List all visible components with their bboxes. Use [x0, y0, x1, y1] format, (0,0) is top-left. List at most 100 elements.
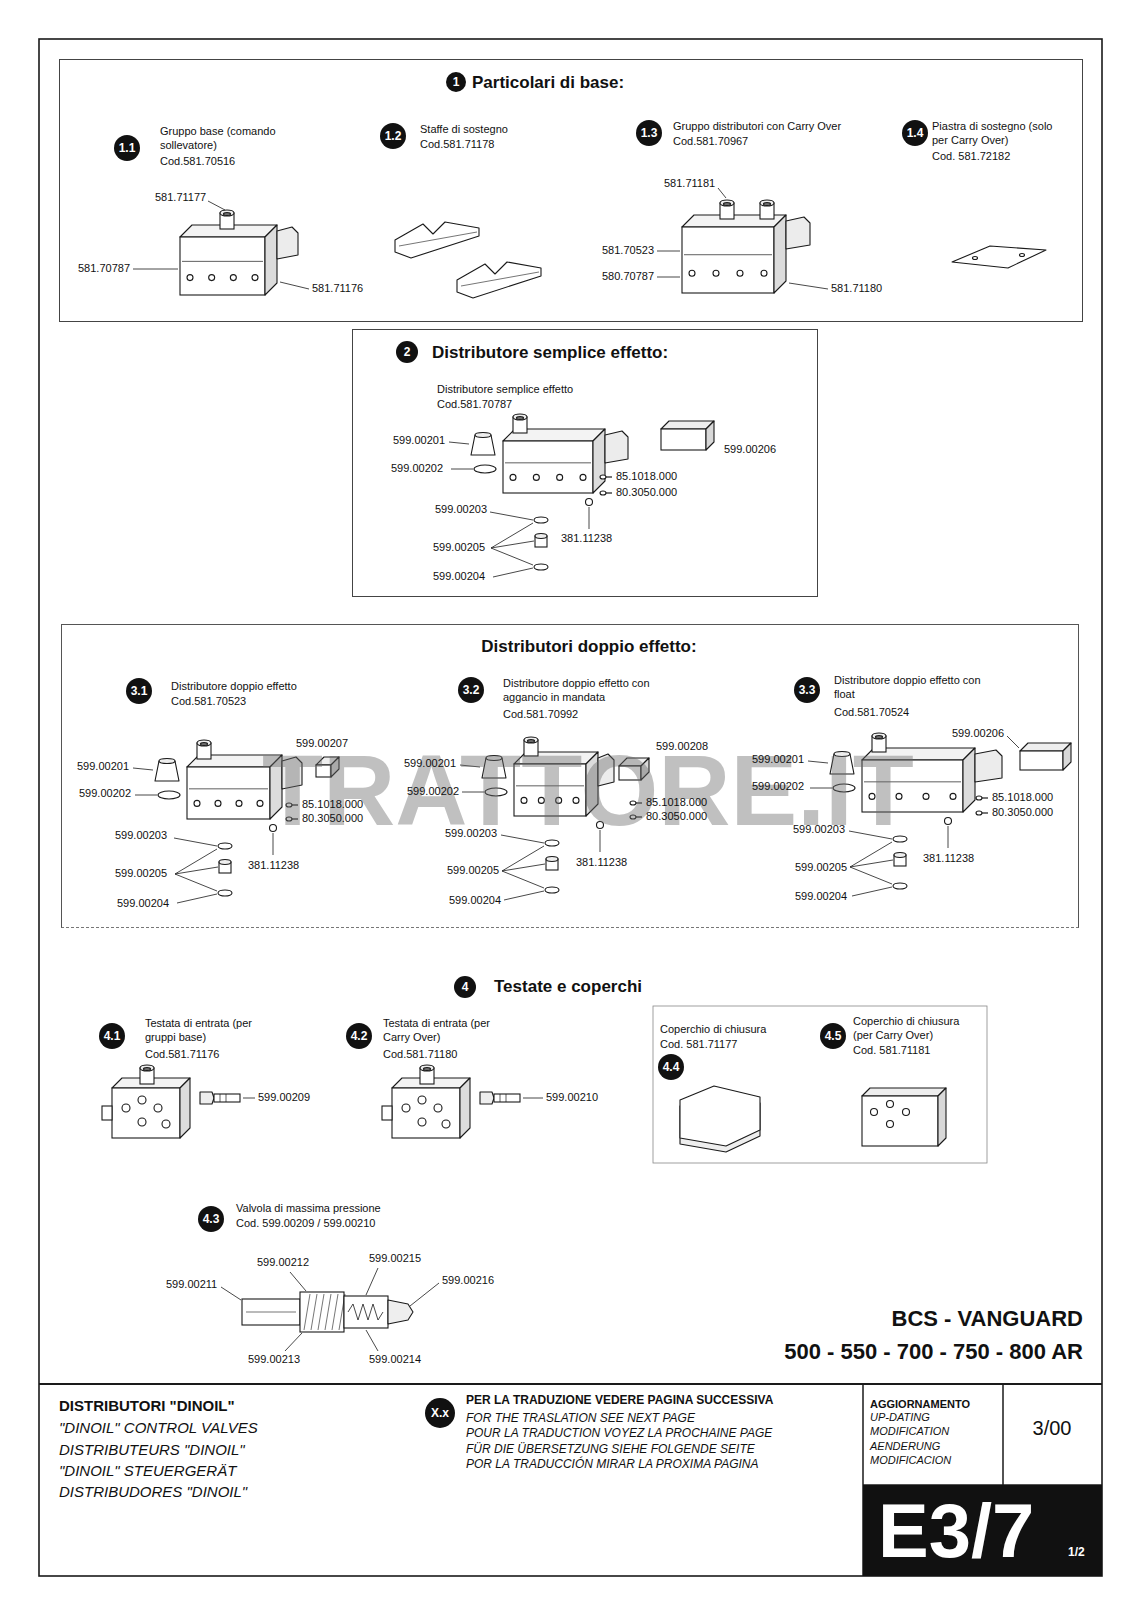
part-label: Distributore doppio effetto con aggancio… [503, 677, 653, 705]
port-hole [950, 793, 956, 799]
valve-drawing [862, 733, 1002, 812]
fitting [420, 1065, 434, 1071]
part-label: 599.00202 [391, 462, 443, 476]
part-label: 599.00211 [166, 1278, 217, 1292]
screw-drawing [286, 803, 298, 821]
translation-text: "DINOIL" CONTROL VALVES [59, 1419, 258, 1438]
fitting [513, 414, 527, 420]
screw [606, 492, 612, 493]
leader-line [502, 846, 544, 871]
fitting [140, 1065, 154, 1071]
callout-disc [380, 123, 406, 149]
port-hole [521, 797, 527, 803]
port-hole [252, 275, 258, 281]
part-outline [265, 225, 277, 295]
part-label: 599.00207 [296, 737, 348, 751]
callout-disc [425, 1398, 455, 1428]
translation-text: DISTRIBUTEURS "DINOIL" [59, 1441, 245, 1460]
part-label: 599.00203 [115, 829, 167, 843]
port-hole [418, 1118, 426, 1126]
leader-line [657, 277, 680, 278]
callout-text: 1.1 [119, 142, 136, 154]
callout-number: 1 [446, 72, 466, 92]
callout-text: 1.2 [385, 130, 402, 142]
part-label: Cod.581.70523 [171, 695, 246, 709]
part-label: 599.00205 [115, 867, 167, 881]
translation-text: FOR THE TRASLATION SEE NEXT PAGE [466, 1411, 695, 1426]
screw [292, 804, 298, 805]
leader-line [174, 838, 217, 846]
part-label: Staffe di sostegno [420, 123, 508, 137]
leader-line [589, 507, 590, 529]
callout-text: 1 [453, 76, 460, 88]
leader-line [273, 833, 274, 855]
handle-cover [619, 766, 641, 780]
callout-text: 3.2 [463, 684, 480, 696]
translation-text: "DINOIL" STEUERGERÄT [59, 1462, 236, 1481]
part-outline [862, 760, 963, 812]
part-label: 599.00204 [449, 894, 501, 908]
leader-line [501, 835, 544, 843]
cartridge [480, 1092, 494, 1104]
cartridge [226, 1094, 227, 1102]
spool-cover [277, 227, 298, 259]
leader-line [449, 442, 469, 444]
plate-hole [1020, 254, 1025, 257]
cover-block [862, 1088, 946, 1146]
leader-line [523, 1098, 543, 1099]
leader-line [1007, 736, 1019, 748]
spool-cover [598, 754, 614, 786]
leader-line [285, 1333, 302, 1351]
callout-number: 4.4 [658, 1054, 684, 1080]
fitting [524, 740, 538, 756]
inlet-head-drawing [102, 1065, 190, 1138]
port-hole [138, 1096, 146, 1104]
ball [270, 825, 277, 832]
callout-text: 4 [462, 981, 469, 993]
callout-disc [820, 1023, 846, 1049]
port-hole [923, 793, 929, 799]
port-hole [573, 797, 579, 803]
screw [630, 801, 636, 805]
part-outline [503, 441, 593, 493]
leader-line [504, 891, 544, 900]
leader-line [451, 469, 473, 470]
part-label: 599.00202 [79, 787, 131, 801]
relief-cartridge [480, 1092, 520, 1104]
box-heading: Distributore semplice effetto: [432, 344, 668, 361]
box-text: 1/2 [1068, 1546, 1085, 1558]
fitting [197, 740, 211, 746]
part-label: 599.00213 [248, 1353, 300, 1367]
screw-drawing [600, 475, 612, 495]
callout-disc [99, 1023, 125, 1049]
callout-number: X.x [425, 1398, 455, 1428]
port-hole [869, 793, 875, 799]
handle-cover [331, 757, 339, 777]
part-label: Cod. 581.71177 [660, 1038, 737, 1052]
o-ring [218, 890, 232, 896]
part-label: Testata di entrata (per gruppi base) [145, 1017, 280, 1045]
fitting [535, 534, 547, 539]
part-label: 599.00201 [404, 757, 456, 771]
cartridge [494, 1094, 520, 1102]
o-ring [833, 784, 855, 792]
cap [482, 758, 506, 778]
leader-line [849, 831, 892, 839]
valve-drawing [187, 740, 302, 819]
part-outline [586, 752, 598, 816]
part-label: Cod. 581.72182 [932, 150, 1010, 164]
part-label: Cod.581.71180 [383, 1048, 457, 1062]
port-boss [102, 1106, 112, 1120]
handle-cover [619, 758, 649, 766]
section-box: Particolari di base:11.11.21.31.4 [59, 59, 1083, 322]
part-label: 599.00203 [445, 827, 497, 841]
callout-disc [198, 1206, 224, 1232]
port-hole [209, 275, 215, 281]
bracket-drawing [395, 222, 541, 298]
part-label: Cod. 581.71181 [853, 1044, 930, 1058]
port-hole [236, 800, 242, 806]
handle-cover [619, 758, 649, 780]
ball [945, 818, 952, 825]
cap [834, 752, 850, 757]
port-hole [538, 797, 544, 803]
